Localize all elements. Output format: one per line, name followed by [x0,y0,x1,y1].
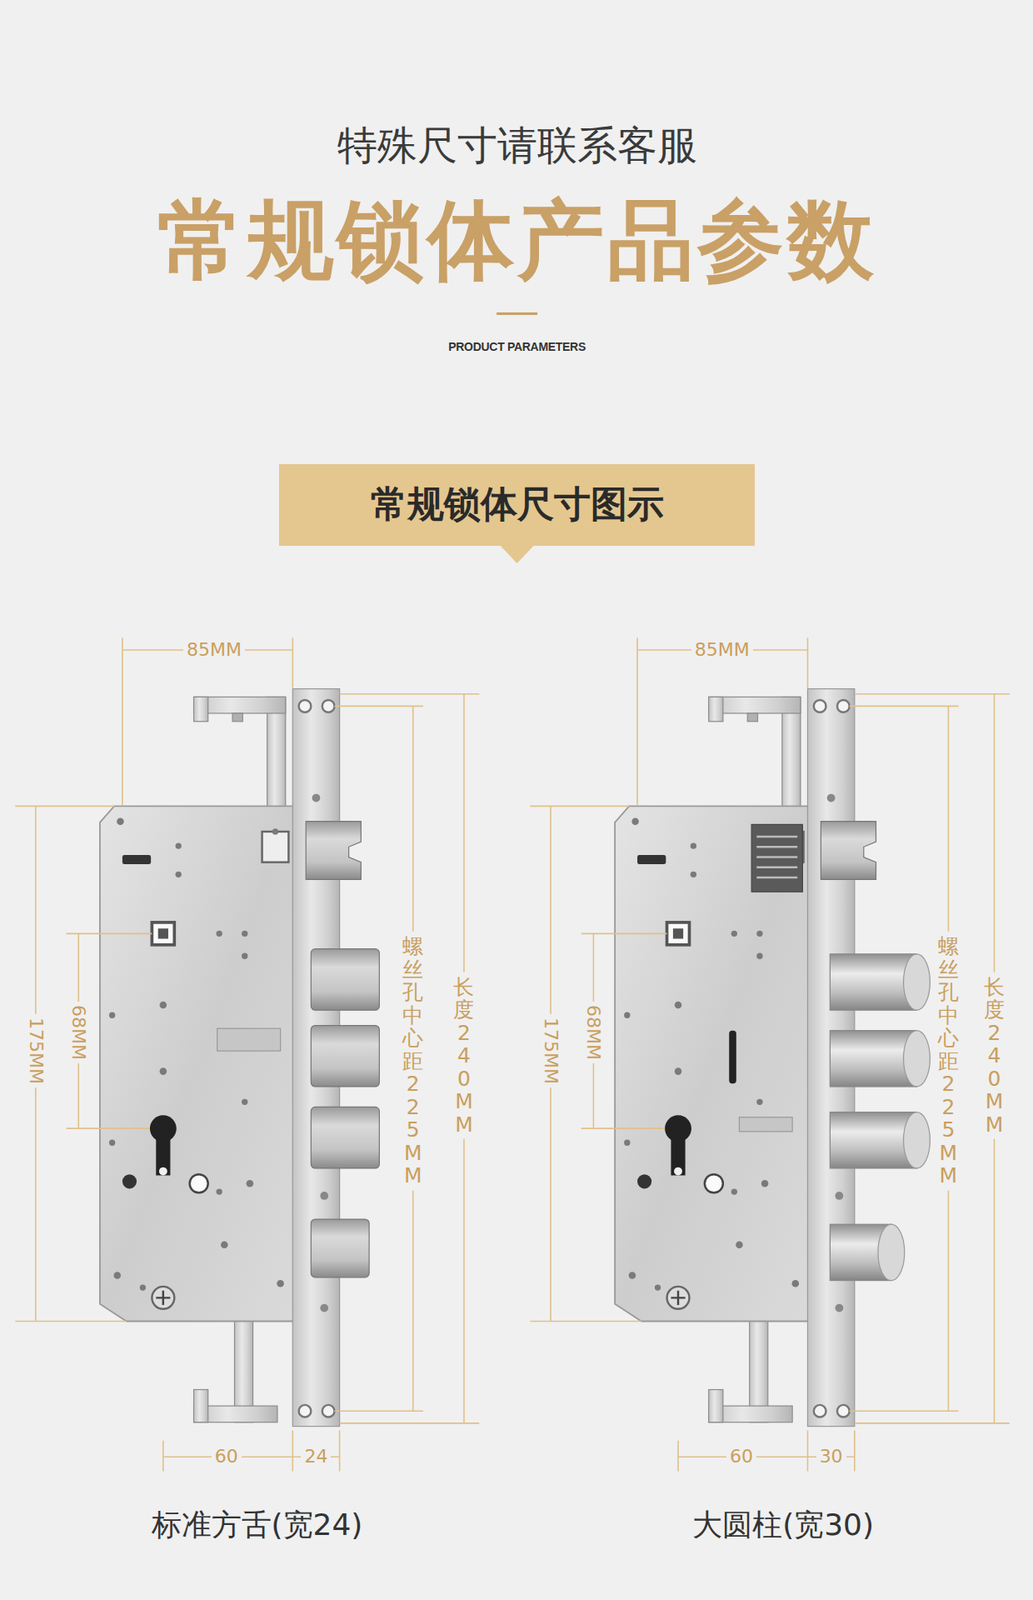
dimension-lines [14,637,480,1471]
lock-part [339,693,480,1423]
caption: 标准方舌(宽24) [151,1506,364,1543]
lock-part [738,1117,793,1132]
dimension-label: 60 [726,1445,757,1468]
dimension-lines [530,637,1010,1471]
lock-part [878,1223,905,1280]
dimension-label: 68MM [582,1001,604,1063]
lock-part [217,1028,281,1051]
caption: 大圆柱(宽30) [692,1506,874,1543]
lock-part [310,1106,380,1168]
lock-part [530,805,642,1321]
lock-part [163,1429,340,1471]
lock-part [310,948,380,1010]
lock-part [903,1112,931,1168]
title-rule [496,312,538,315]
dimension-label: 85MM [691,638,754,661]
lock-part [903,953,931,1010]
dimension-label: 螺丝孔中心距225MM [399,931,426,1191]
lock-part [310,1025,380,1087]
dimension-label: 长度240MM [981,972,1008,1140]
mortise-lock-round [614,688,930,1427]
lock-part [581,933,668,1128]
lock-part [854,693,1010,1423]
lock-part [728,1030,737,1084]
dimension-label: 30 [816,1445,847,1468]
dimension-label: 175MM [24,1013,47,1088]
lock-part [310,1218,370,1278]
dimension-label: 175MM [539,1013,562,1088]
dimension-label: 60 [211,1445,242,1468]
lock-part [66,933,153,1128]
dimension-label: 长度240MM [450,972,477,1140]
dimension-label: 螺丝孔中心距225MM [935,931,962,1191]
lock-part [678,1429,855,1471]
banner-pointer [499,544,535,564]
lock-part [903,1030,931,1087]
lock-part [14,805,126,1321]
lock-part [756,836,798,878]
dimension-label: 24 [300,1445,331,1468]
english-subtitle: PRODUCT PARAMETERS [448,339,586,354]
mortise-lock-square [99,688,380,1427]
subtitle: 特殊尺寸请联系客服 [337,121,698,170]
lock-part [637,637,808,806]
banner-text: 常规锁体尺寸图示 [370,479,664,529]
title-banner: 常规锁体尺寸图示 [279,464,756,546]
lock-part [122,637,293,806]
page-title: 常规锁体产品参数 [157,191,878,287]
dimension-label: 85MM [183,638,245,661]
lock-part [751,823,803,892]
dimension-label: 68MM [67,1001,90,1063]
